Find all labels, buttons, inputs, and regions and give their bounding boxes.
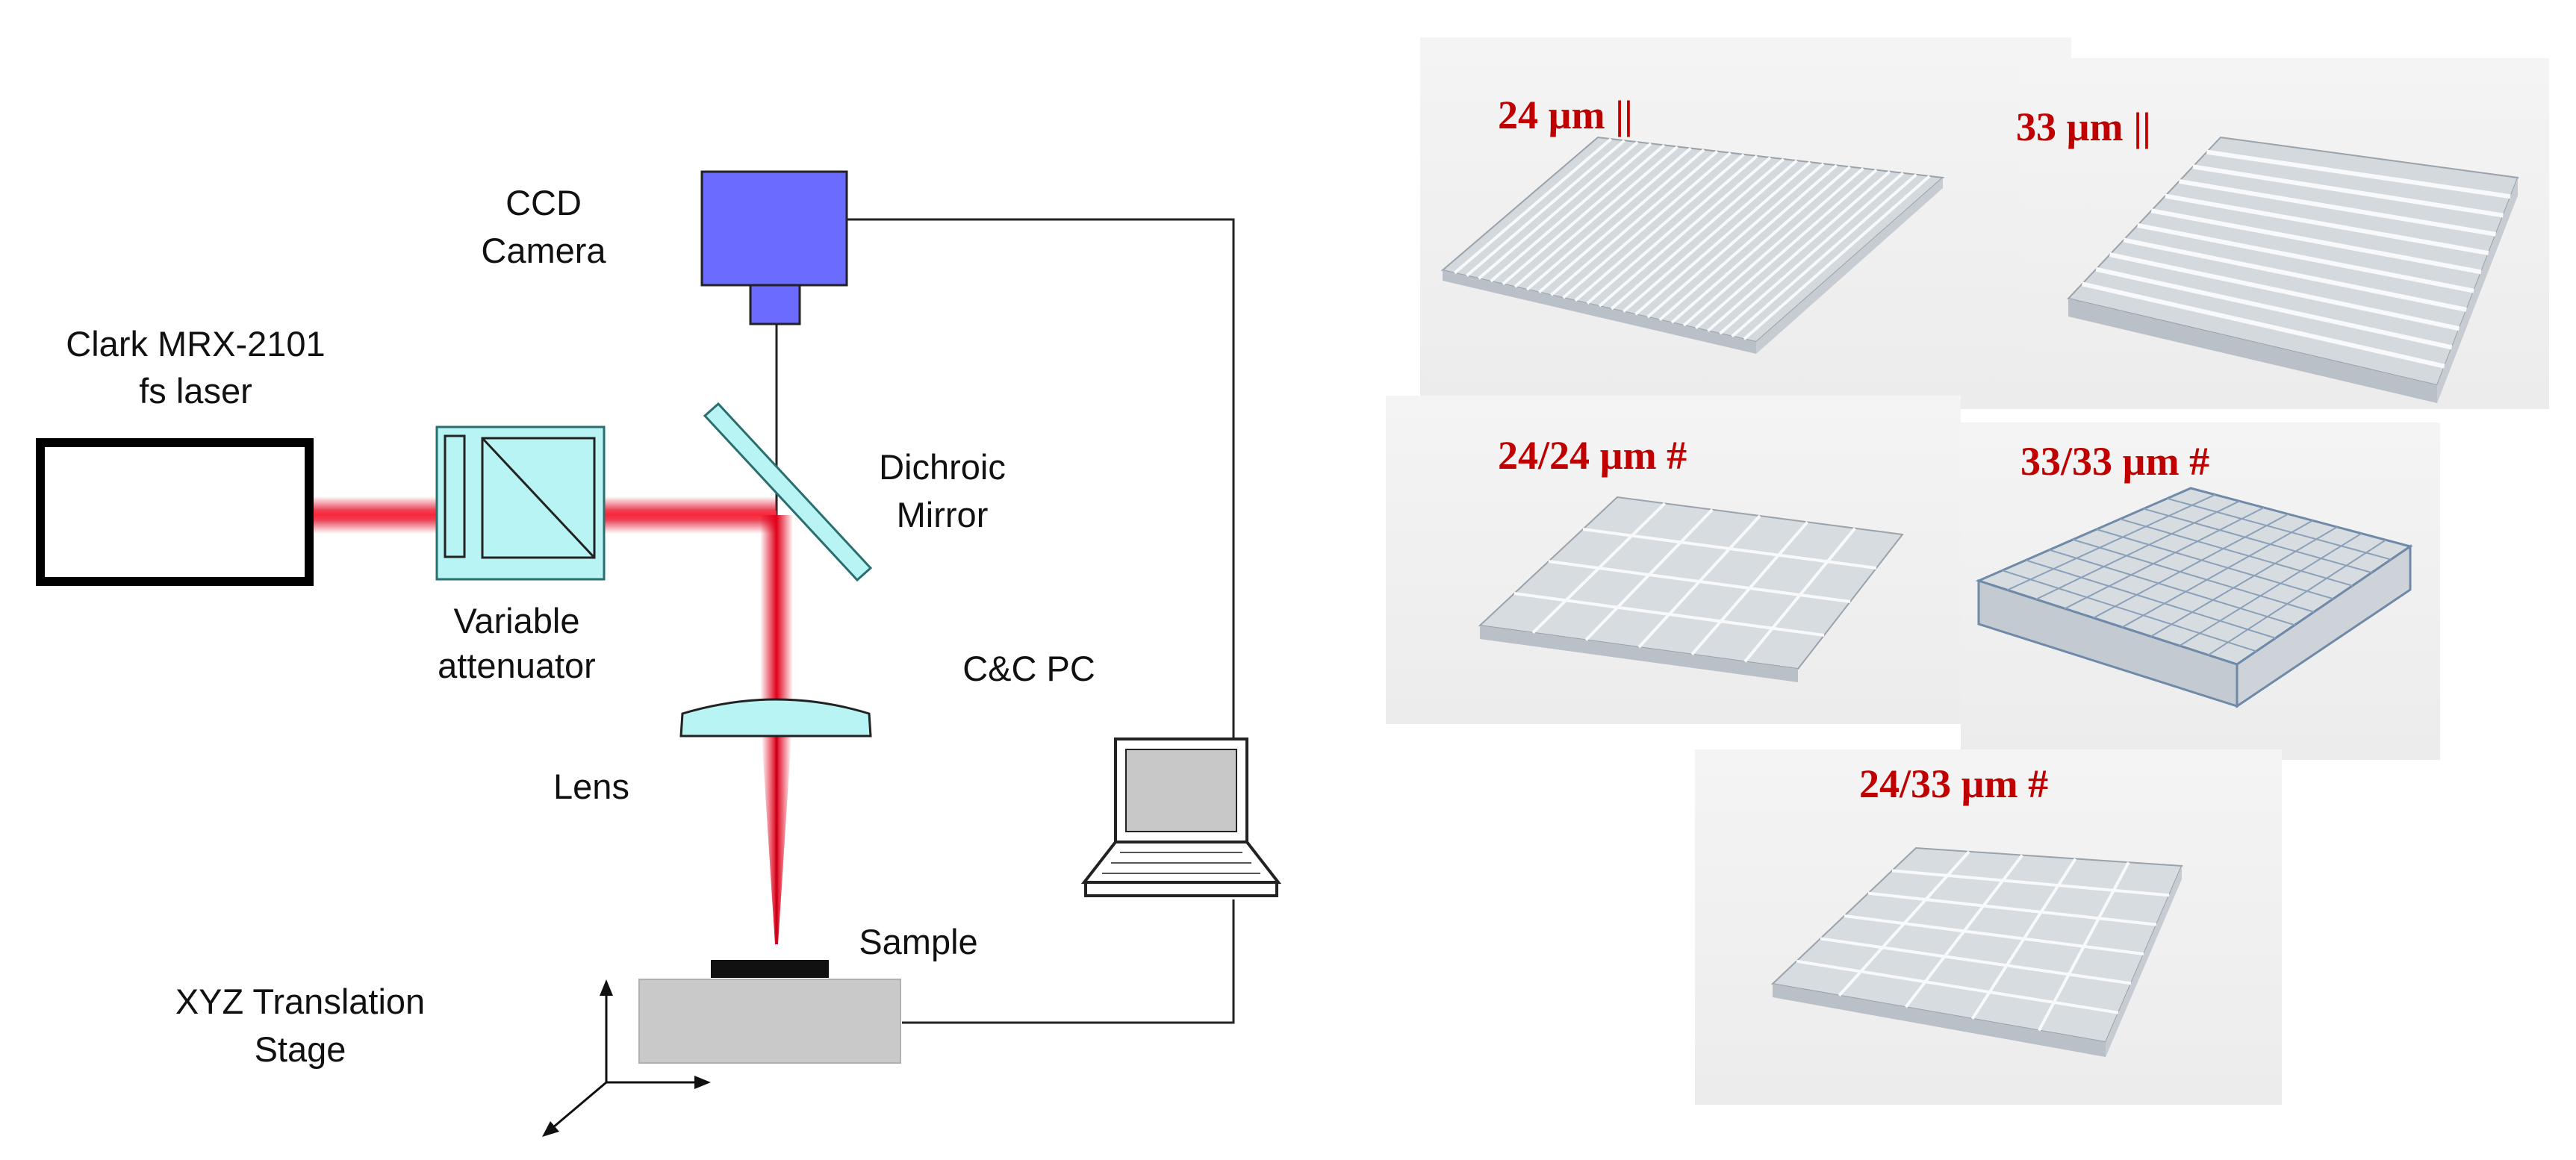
laptop-icon: [1080, 738, 1282, 897]
groove-line: [1513, 592, 1825, 637]
groove-line: [2150, 526, 2338, 637]
attenuator-label-line1: Variable: [454, 601, 580, 640]
surface-panel: 33/33 µm #: [1961, 422, 2440, 760]
lens-label: Lens: [553, 767, 629, 806]
groove-line: [1682, 167, 1864, 327]
groove-line: [1743, 175, 1931, 340]
groove-line: [1646, 162, 1825, 319]
signal-wires: [775, 218, 1235, 1024]
mirror-label-line1: Dichroic: [879, 447, 1006, 487]
groove-line: [2208, 539, 2386, 656]
ccd-camera: [700, 170, 848, 325]
pc-label: C&C PC: [962, 649, 1095, 688]
groove-line: [1478, 140, 1639, 280]
groove-line: [2179, 532, 2362, 646]
groove-line: [2093, 513, 2289, 619]
groove-line: [2206, 149, 2511, 199]
groove-line: [2035, 500, 2240, 600]
groove-line: [2137, 222, 2474, 293]
groove-line: [1610, 158, 1785, 311]
groove-line: [2150, 208, 2482, 275]
groove-line: [2096, 528, 2334, 600]
groove-line: [1658, 163, 1838, 321]
groove-line: [1548, 560, 1851, 603]
groove-line: [2049, 549, 2295, 626]
groove-line: [1820, 937, 2132, 985]
groove-line: [2007, 493, 2216, 591]
translation-stage: [638, 979, 901, 1064]
laser-label-line2: fs laser: [139, 371, 252, 411]
stage-pc-wire: [902, 899, 1235, 1024]
groove-line: [2064, 507, 2265, 610]
surface-panel: 24 µm ||: [1420, 37, 2071, 409]
groove-line: [1731, 173, 1917, 338]
groove-line: [1634, 160, 1811, 316]
groove-line: [2192, 164, 2504, 218]
groove-line: [1574, 153, 1745, 302]
groove-line: [1586, 155, 1758, 305]
groove-line: [2109, 252, 2460, 331]
groove-line: [1525, 147, 1692, 291]
groove-line: [1796, 959, 2119, 1014]
groove-line: [1513, 145, 1679, 288]
groove-line: [1844, 914, 2144, 955]
groove-line: [1550, 150, 1719, 296]
groove-line: [1891, 869, 2170, 897]
groove-line: [2072, 538, 2315, 613]
groove-line: [2120, 518, 2353, 587]
groove-line: [1719, 172, 1905, 335]
lens: [679, 698, 872, 738]
groove-line: [1502, 143, 1666, 285]
groove-line: [1694, 169, 1878, 330]
groove-line: [2123, 237, 2467, 312]
groove-line: [1490, 142, 1652, 283]
groove-line: [1537, 149, 1705, 294]
surface-panel: 33 µm ||: [2016, 58, 2549, 409]
attenuator-label-line2: attenuator: [438, 646, 596, 685]
groove-line: [1670, 165, 1851, 324]
surface-label: 33/33 µm #: [2020, 439, 2209, 484]
xyz-axes-icon: [542, 979, 711, 1137]
sample-label: Sample: [859, 922, 977, 961]
surface-label: 33 µm ||: [2016, 105, 2151, 149]
camera-pc-wire: [845, 218, 1235, 739]
stage-label-line2: Stage: [255, 1029, 346, 1069]
laser-beam-vertical: [760, 515, 793, 702]
surface-label: 24/33 µm #: [1859, 761, 2048, 806]
surface-panel: 24/24 µm #: [1386, 396, 1961, 724]
groove-line: [2002, 570, 2257, 652]
groove-line: [1598, 156, 1772, 308]
dichroic-mirror: [703, 402, 873, 582]
groove-line: [2095, 266, 2453, 350]
mirror-label-line2: Mirror: [897, 495, 989, 534]
surface-label: 24 µm ||: [1498, 93, 1633, 137]
optical-setup: Clark MRX-2101 fs laser Variable attenua…: [36, 170, 1282, 1137]
groove-line: [2165, 193, 2489, 256]
groove-line: [1562, 152, 1732, 299]
groove-line: [2178, 178, 2497, 237]
surface-panel: 24/33 µm #: [1695, 749, 2282, 1105]
stage-label-line1: XYZ Translation: [175, 982, 425, 1021]
surface-models: 24 µm || 33 µm || 24/24 µm # 33/33 µ: [1386, 37, 2549, 1105]
groove-line: [1582, 528, 1877, 570]
groove-line: [1466, 139, 1625, 277]
groove-line: [1622, 159, 1798, 313]
groove-line: [2121, 520, 2313, 629]
camera-label-line2: Camera: [481, 231, 606, 270]
camera-label-line1: CCD: [505, 183, 582, 222]
variable-attenuator: [435, 425, 606, 581]
laser-source-box: [36, 438, 314, 586]
groove-line: [1867, 891, 2157, 926]
groove-line: [2167, 497, 2392, 561]
groove-line: [2143, 508, 2372, 574]
surface-label: 24/24 µm #: [1498, 433, 1687, 478]
groove-line: [1707, 170, 1891, 332]
laser-label-line1: Clark MRX-2101: [66, 324, 325, 364]
groove-line: [2025, 559, 2276, 639]
sample: [711, 960, 829, 978]
groove-line: [2081, 281, 2445, 369]
groove-line: [1453, 137, 1613, 275]
